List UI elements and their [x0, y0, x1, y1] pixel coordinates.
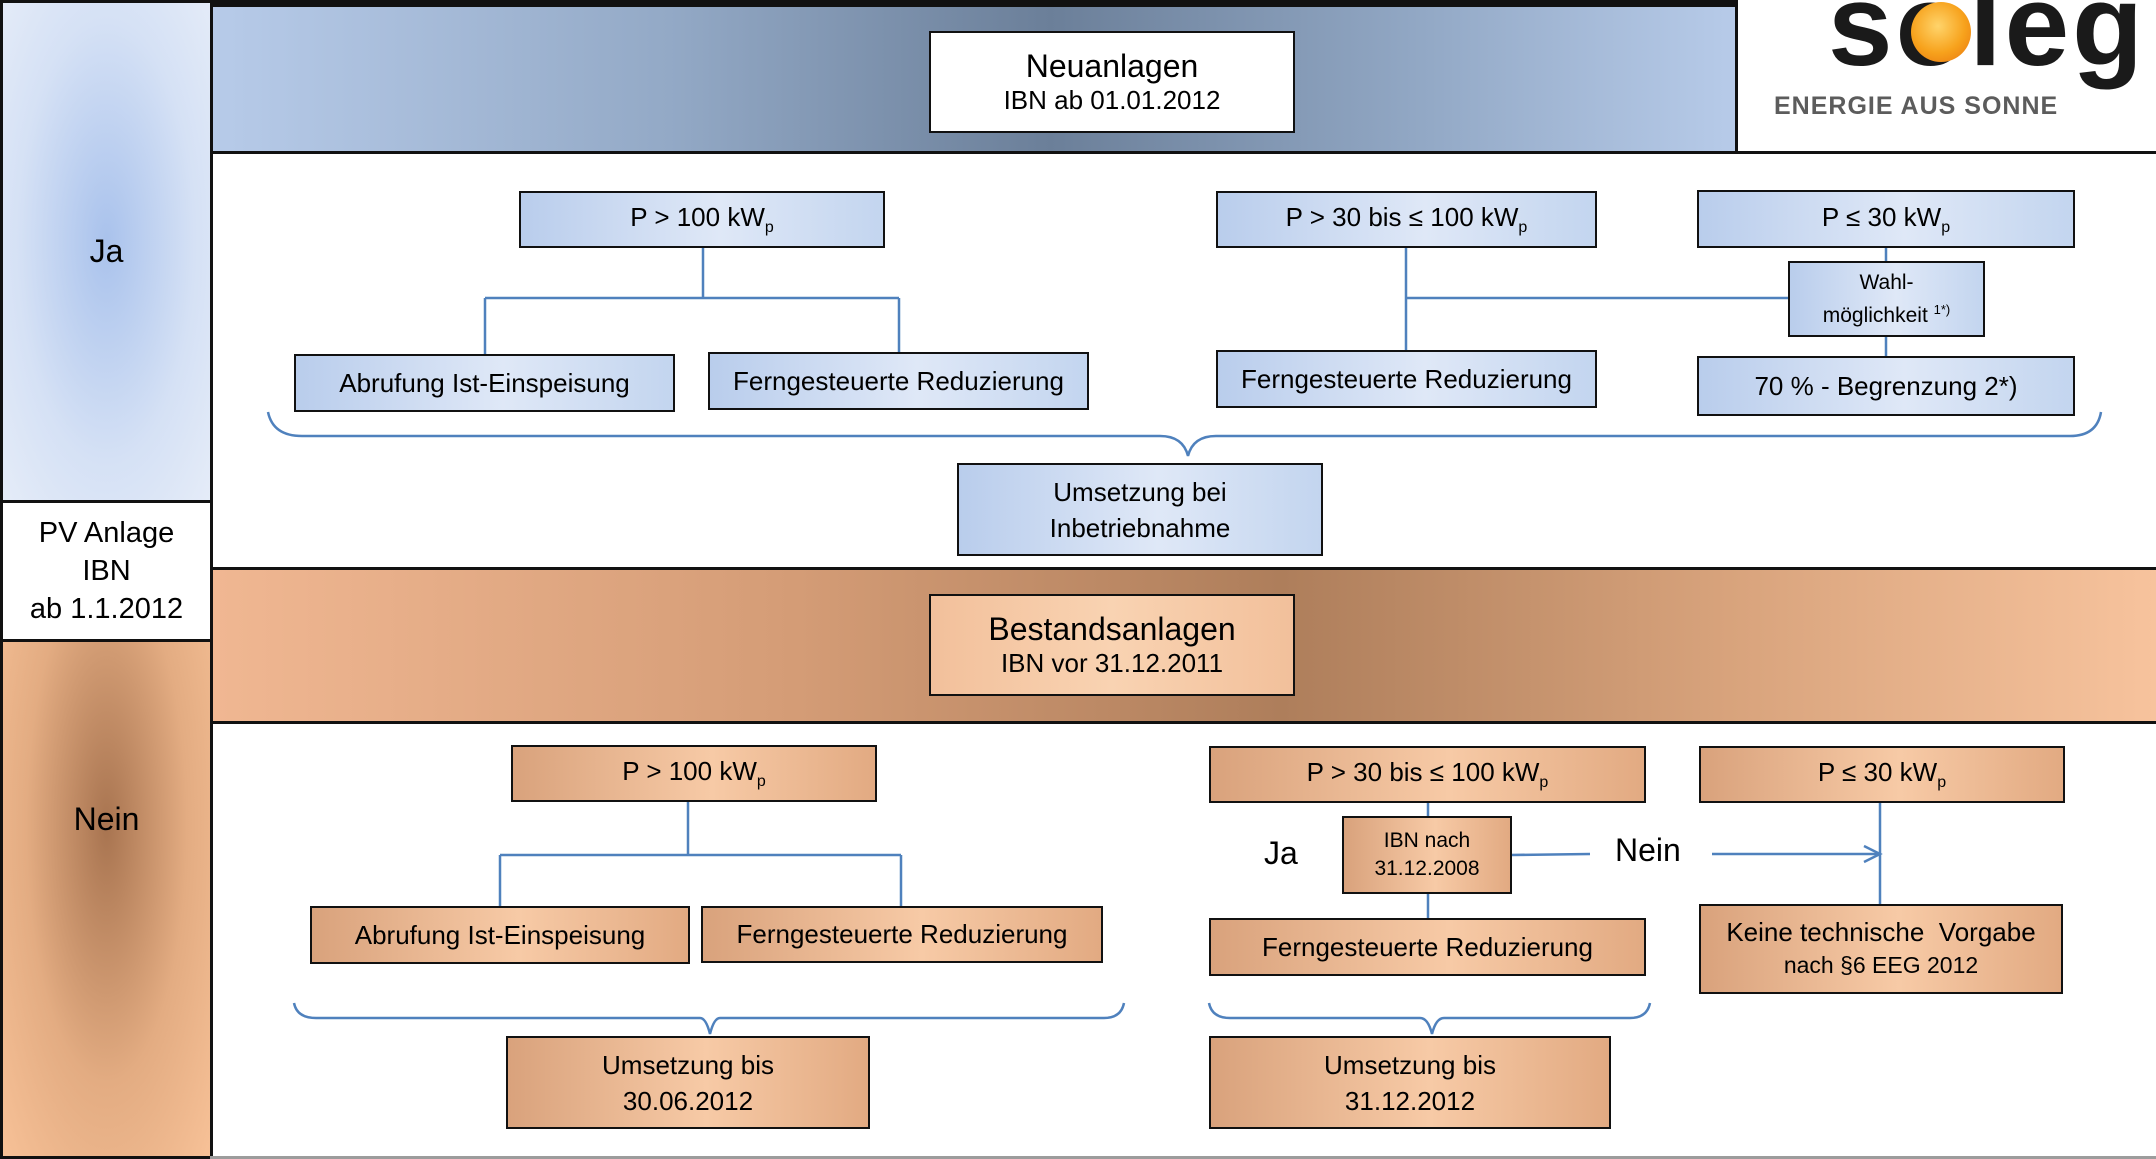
- bestandsanlagen-title: Bestandsanlagen: [988, 611, 1236, 647]
- neu-wahl-box: Wahl- möglichkeit 1*): [1788, 261, 1985, 337]
- side-pv-line2: IBN: [82, 555, 131, 587]
- neu-p30-100-box: P > 30 bis ≤ 100 kWp: [1216, 191, 1597, 248]
- neu-p30-100-label: P > 30 bis ≤ 100 kWp: [1285, 202, 1528, 236]
- bestandsanlagen-title-box: Bestandsanlagen IBN vor 31.12.2011: [929, 594, 1295, 696]
- logo-wordmark-text: soleg: [1828, 0, 2146, 90]
- best-ja-label: Ja: [1264, 835, 1298, 871]
- bottom-rule: [210, 1156, 2156, 1159]
- neu-wahl-line1: Wahl-: [1859, 271, 1914, 294]
- best-p30-box: P ≤ 30 kWp: [1699, 746, 2065, 803]
- side-ja-label: Ja: [89, 233, 124, 269]
- neuanlagen-title-box: Neuanlagen IBN ab 01.01.2012: [929, 31, 1295, 133]
- best-fern2-label: Ferngesteuerte Reduzierung: [1262, 931, 1593, 962]
- side-nein-panel: Nein: [0, 639, 213, 1159]
- neu-wahl-line2: möglichkeit 1*): [1822, 302, 1951, 327]
- neu-fern2-box: Ferngesteuerte Reduzierung: [1216, 350, 1597, 408]
- side-ja-panel: Ja: [0, 0, 213, 503]
- best-abrufung-label: Abrufung Ist-Einspeisung: [354, 919, 646, 950]
- best-umsetzung1-line2: 30.06.2012: [622, 1085, 754, 1116]
- side-pv-line1: PV Anlage: [38, 517, 175, 549]
- side-nein-label: Nein: [73, 800, 140, 837]
- top-right-rule: [1738, 151, 2156, 154]
- best-fern2-box: Ferngesteuerte Reduzierung: [1209, 918, 1646, 976]
- neu-abrufung-box: Abrufung Ist-Einspeisung: [294, 354, 675, 412]
- neu-umsetzung-box: Umsetzung bei Inbetriebnahme: [957, 463, 1323, 556]
- best-p100-box: P > 100 kWp: [511, 745, 877, 802]
- best-p30-100-box: P > 30 bis ≤ 100 kWp: [1209, 746, 1646, 803]
- best-ibn-box: IBN nach 31.12.2008: [1342, 816, 1512, 894]
- best-p100-label: P > 100 kWp: [622, 756, 766, 790]
- neu-fern1-label: Ferngesteuerte Reduzierung: [733, 365, 1064, 396]
- neu-begrenzung-label: 70 % - Begrenzung 2*): [1754, 370, 2018, 401]
- best-keine-line1: Keine technische Vorgabe: [1726, 917, 2036, 947]
- side-pv-line3: ab 1.1.2012: [29, 593, 184, 625]
- best-umsetzung2-line1: Umsetzung bis: [1324, 1049, 1496, 1080]
- best-nein-label: Nein: [1615, 832, 1681, 868]
- soleg-logo: soleg ENERGIE AUS SONNE: [1770, 0, 2156, 151]
- neu-p30-box: P ≤ 30 kWp: [1697, 190, 2075, 248]
- neuanlagen-subtitle: IBN ab 01.01.2012: [1003, 85, 1221, 115]
- neu-fern2-label: Ferngesteuerte Reduzierung: [1241, 363, 1572, 394]
- bestandsanlagen-subtitle: IBN vor 31.12.2011: [1000, 648, 1224, 678]
- best-keine-box: Keine technische Vorgabe nach §6 EEG 201…: [1699, 904, 2063, 994]
- neu-p30-label: P ≤ 30 kWp: [1821, 201, 1951, 236]
- top-rule: [210, 0, 1738, 4]
- logo-sun-icon: [1911, 2, 1971, 62]
- best-umsetzung1-line1: Umsetzung bis: [602, 1049, 774, 1080]
- neu-abrufung-label: Abrufung Ist-Einspeisung: [339, 367, 630, 398]
- neuanlagen-title: Neuanlagen: [1025, 48, 1199, 84]
- logo-wordmark: soleg: [1828, 0, 2146, 90]
- best-umsetzung1-box: Umsetzung bis 30.06.2012: [506, 1036, 870, 1129]
- best-ibn-line2: 31.12.2008: [1374, 857, 1480, 880]
- best-ibn-line1: IBN nach: [1383, 829, 1471, 852]
- best-umsetzung2-box: Umsetzung bis 31.12.2012: [1209, 1036, 1611, 1129]
- neu-p100-label: P > 100 kWp: [630, 202, 774, 236]
- best-fern1-label: Ferngesteuerte Reduzierung: [736, 919, 1068, 949]
- best-abrufung-box: Abrufung Ist-Einspeisung: [310, 906, 690, 964]
- best-p30-100-label: P > 30 bis ≤ 100 kWp: [1306, 757, 1549, 791]
- neu-fern1-box: Ferngesteuerte Reduzierung: [708, 352, 1089, 410]
- best-keine-line2: nach §6 EEG 2012: [1783, 952, 1979, 978]
- neu-begrenzung-box: 70 % - Begrenzung 2*): [1697, 356, 2075, 416]
- side-pv-panel: PV Anlage IBN ab 1.1.2012: [0, 503, 213, 639]
- logo-tagline: ENERGIE AUS SONNE: [1774, 92, 2059, 120]
- best-umsetzung2-line2: 31.12.2012: [1344, 1085, 1476, 1116]
- best-fern1-box: Ferngesteuerte Reduzierung: [701, 906, 1103, 963]
- neu-umsetzung-line1: Umsetzung bei: [1053, 476, 1227, 507]
- neu-umsetzung-line2: Inbetriebnahme: [1049, 512, 1231, 543]
- neu-p100-box: P > 100 kWp: [519, 191, 885, 248]
- best-p30-label: P ≤ 30 kWp: [1817, 757, 1947, 791]
